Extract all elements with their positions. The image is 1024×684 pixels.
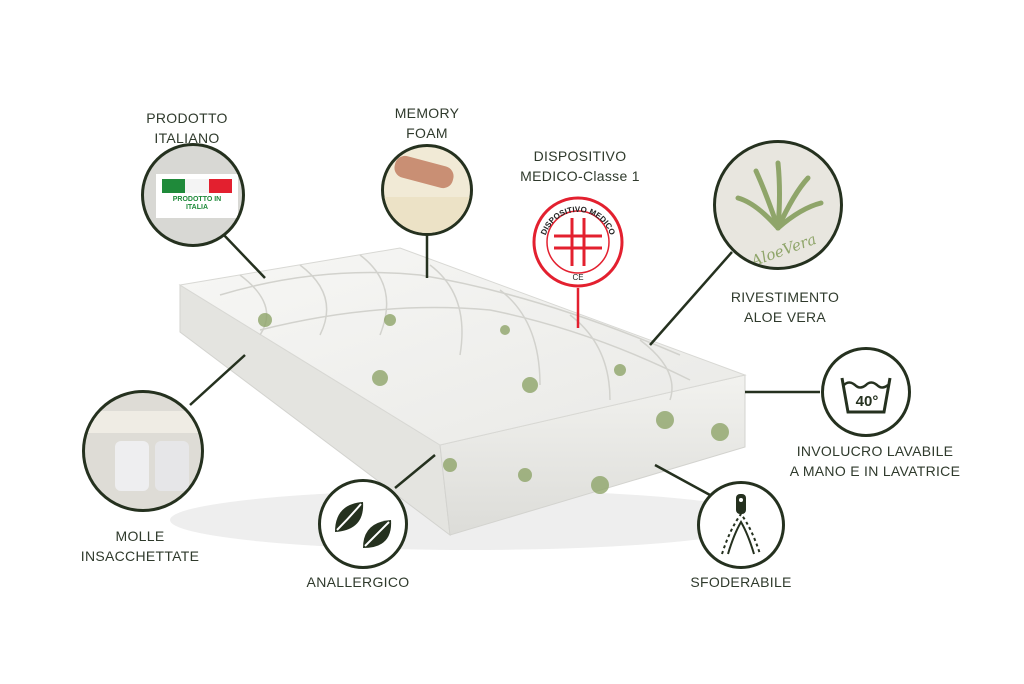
leaves-icon: [335, 502, 392, 548]
label-anallergico: ANALLERGICO: [306, 574, 410, 590]
label-line: MEDICO-Classe 1: [520, 168, 640, 184]
label-line: ITALIANO: [154, 130, 220, 146]
zipper-icon: [721, 494, 761, 555]
tag-text: PRODOTTO IN: [172, 196, 222, 203]
label-memory-foam: MEMORY FOAM: [395, 103, 460, 143]
zipper-circle: [697, 481, 785, 569]
label-line: DISPOSITIVO: [533, 148, 627, 164]
foam-image: [384, 197, 470, 233]
label-involucro: INVOLUCRO LAVABILE A MANO E IN LAVATRICE: [790, 441, 960, 481]
wash-40-circle: 40°: [821, 347, 911, 437]
label-line: PRODOTTO: [146, 110, 228, 126]
ce-mark: CE: [572, 273, 583, 282]
aloe-vera-fabric-circle: AloeVera: [713, 140, 843, 270]
mattress: [178, 247, 747, 537]
foam-layer-image: [85, 411, 201, 433]
label-line: MOLLE: [115, 528, 165, 544]
cross-icon: [554, 218, 602, 266]
wash-basin-icon: 40°: [840, 377, 892, 414]
italian-tag: PRODOTTO IN ITALIA: [156, 174, 238, 218]
label-line: MEMORY: [394, 105, 460, 121]
italian-tag-circle: PRODOTTO IN ITALIA: [141, 143, 245, 247]
memory-foam-circle: [381, 144, 473, 236]
label-molle: MOLLE INSACCHETTATE: [81, 526, 200, 566]
italian-flag-icon: [162, 179, 232, 193]
label-line: INVOLUCRO LAVABILE: [796, 443, 954, 459]
medical-device-badge: DISPOSITIVO MEDICO CE: [532, 196, 624, 288]
label-sfoderabile: SFODERABILE: [690, 574, 792, 590]
hand-image: [392, 153, 456, 191]
aloe-leaf-icon: AloeVera: [735, 160, 824, 267]
anallergico-circle: [318, 479, 408, 569]
label-prodotto-italiano: PRODOTTO ITALIANO: [146, 108, 227, 148]
tag-text: ITALIA: [185, 204, 209, 211]
pocket-springs-circle: [82, 390, 204, 512]
label-line: A MANO E IN LAVATRICE: [789, 463, 961, 479]
label-rivestimento: RIVESTIMENTO ALOE VERA: [731, 287, 839, 327]
label-line: INSACCHETTATE: [80, 548, 200, 564]
wash-temp: 40°: [856, 393, 879, 410]
spring-image: [115, 441, 149, 491]
connector-lines: [189, 232, 820, 497]
label-line: FOAM: [406, 125, 448, 141]
aloe-text: AloeVera: [747, 230, 819, 267]
label-dispositivo-medico: DISPOSITIVO MEDICO-Classe 1: [520, 146, 640, 186]
label-line: RIVESTIMENTO: [730, 289, 840, 305]
spring-image: [155, 441, 189, 491]
label-line: ALOE VERA: [743, 309, 827, 325]
